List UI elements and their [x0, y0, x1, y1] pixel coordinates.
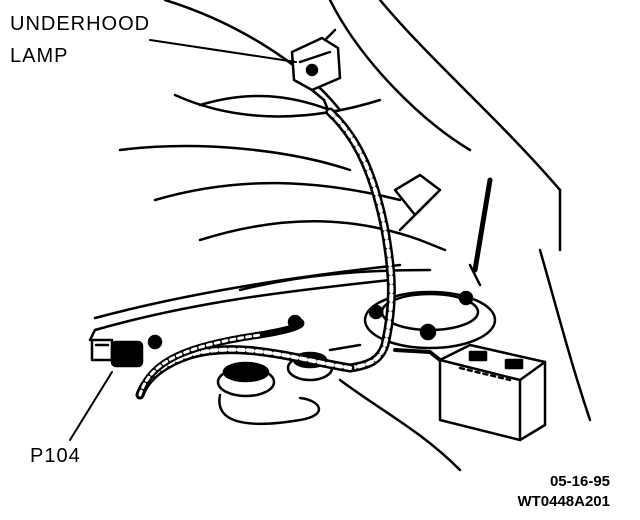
- underhood-lamp-label-line2: LAMP: [10, 45, 69, 67]
- cowl-lines: [88, 263, 432, 342]
- underhood-lamp-drawing: [290, 28, 342, 117]
- lamp-leader-line: [149, 39, 297, 63]
- p104-leader-line: [69, 371, 113, 441]
- strut-tower: [363, 290, 497, 350]
- p104-connector: [90, 314, 303, 368]
- wiring-harness: [135, 107, 442, 400]
- battery: [438, 343, 547, 442]
- hood-strut: [393, 173, 493, 287]
- fender-curve: [338, 378, 462, 472]
- underhood-lamp-label-line1: UNDERHOOD: [10, 13, 151, 35]
- connector-label-p104: P104: [30, 445, 81, 467]
- hood-panel: [118, 0, 592, 422]
- date-code: 05-16-95: [549, 473, 610, 490]
- figure-id: WT0448A201: [517, 493, 610, 510]
